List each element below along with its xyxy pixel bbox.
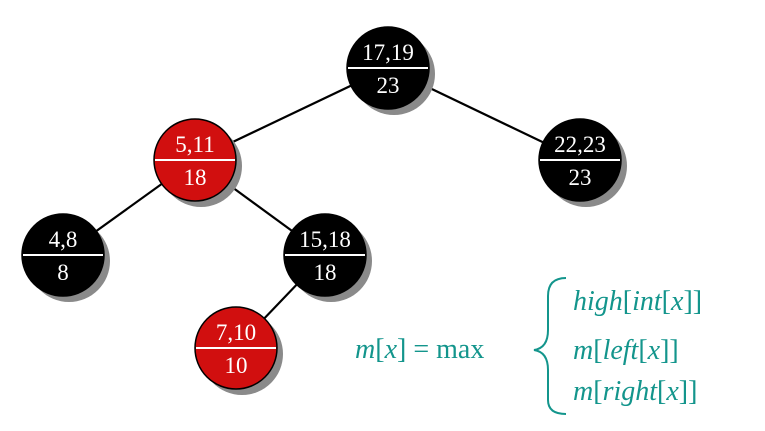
node-interval-label: 17,19 (362, 40, 414, 65)
tree-node-red: 7,10 10 (194, 306, 283, 395)
tree-node-red: 5,11 18 (153, 118, 242, 207)
node-interval-label: 22,23 (554, 132, 606, 157)
node-max-label: 18 (184, 165, 207, 190)
tree-node-black: 17,19 23 (346, 26, 435, 115)
formula-lhs: m[x] = max (355, 334, 484, 365)
tree-edges (62, 67, 581, 349)
formula-case-right: m[right[x]] (573, 376, 697, 407)
node-max-label: 23 (569, 165, 592, 190)
node-interval-label: 5,11 (175, 132, 214, 157)
tree-node-black: 4,88 (21, 213, 110, 302)
node-interval-label: 15,18 (299, 227, 351, 252)
formula-brace (533, 277, 567, 415)
node-max-label: 18 (314, 260, 337, 285)
tree-node-black: 15,18 18 (283, 213, 372, 302)
tree-node-black: 22,23 23 (538, 118, 627, 207)
max-formula: m[x] = max high[int[x]] m[left[x]] m[rig… (355, 277, 702, 415)
node-interval-label: 7,10 (216, 320, 256, 345)
formula-case-left: m[left[x]] (573, 335, 679, 366)
node-max-label: 10 (225, 353, 248, 378)
formula-case-high: high[int[x]] (573, 286, 702, 317)
node-max-label: 8 (57, 260, 69, 285)
node-max-label: 23 (377, 73, 400, 98)
node-interval-label: 4,8 (49, 227, 78, 252)
